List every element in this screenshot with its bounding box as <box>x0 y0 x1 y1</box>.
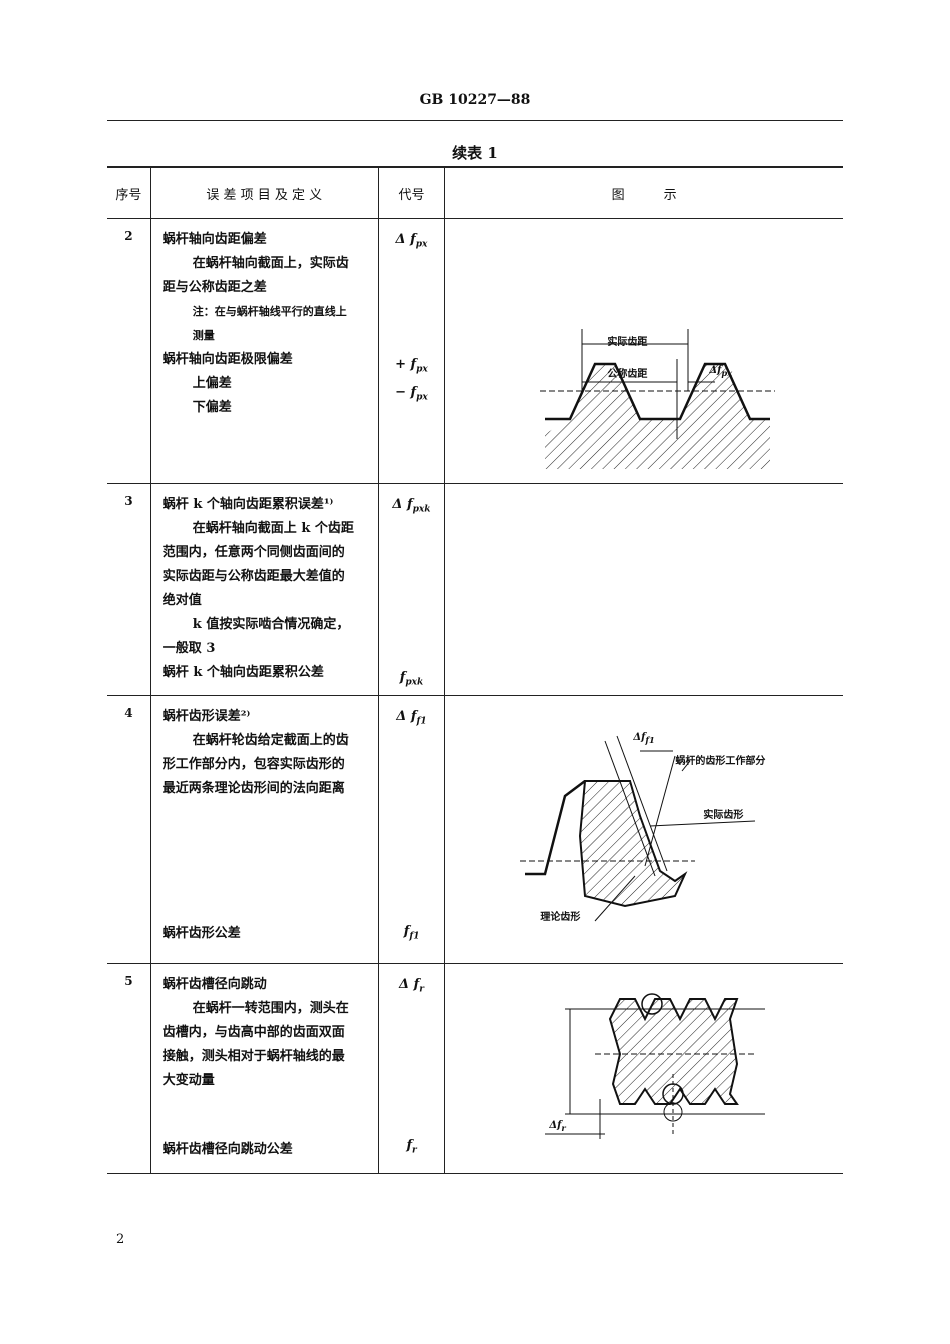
nominal-pitch-label: 公称齿距 <box>607 369 648 380</box>
row-number: 5 <box>124 974 133 988</box>
definition-text: 最近两条理论齿形间的法向距离 <box>162 781 345 796</box>
actual-profile-label: 实际齿形 <box>703 810 744 821</box>
symbol: Δ ff1 <box>396 709 427 727</box>
col-header-no: 序号 <box>107 166 151 219</box>
symbol: − fpx <box>395 385 428 403</box>
symbol: Δ fr <box>398 977 424 995</box>
runout-label: Δfr <box>549 1120 566 1133</box>
symbol: + fpx <box>395 356 428 375</box>
standard-header: GB 10227—88 <box>419 92 531 108</box>
row-number: 3 <box>124 494 133 508</box>
definition-text: 距与公称齿距之差 <box>162 280 267 295</box>
definition-text: 在蜗杆轴向截面上 k 个齿距 <box>192 521 354 536</box>
upper-deviation-label: 上偏差 <box>192 376 232 391</box>
note-text: 注：在与蜗杆轴线平行的直线上 <box>192 305 347 318</box>
lower-deviation-label: 下偏差 <box>192 400 232 415</box>
item-title: 蜗杆齿槽径向跳动 <box>162 977 267 992</box>
table-row: 4 蜗杆齿形误差²⁾ 在蜗杆轮齿给定截面上的齿 形工作部分内，包容实际齿形的 最… <box>107 695 843 964</box>
item-title: 蜗杆轴向齿距偏差 <box>162 232 267 247</box>
symbol: ff1 <box>403 924 420 942</box>
figure-cell: Δff1 蜗杆的齿形工作部分 实际齿形 理论齿形 <box>444 695 843 964</box>
definition-text: 在蜗杆轮齿给定截面上的齿 <box>192 733 349 748</box>
symbol: Δ fpx <box>395 232 428 250</box>
table-row: 5 蜗杆齿槽径向跳动 在蜗杆一转范围内，测头在 齿槽内，与齿高中部的齿面双面 接… <box>107 963 843 1174</box>
table-row: 3 蜗杆 k 个轴向齿距累积误差¹⁾ 在蜗杆轴向截面上 k 个齿距 范围内，任意… <box>107 483 843 696</box>
item-title: 蜗杆 k 个轴向齿距累积误差¹⁾ <box>162 497 334 512</box>
definition-text: 在蜗杆轴向截面上，实际齿 <box>192 256 349 271</box>
table-header-row: 序号 误 差 项 目 及 定 义 代号 图 示 <box>107 166 843 219</box>
symbol: Δ fpxk <box>392 497 431 515</box>
col-header-symbol: 代号 <box>378 166 446 219</box>
limit-title: 蜗杆轴向齿距极限偏差 <box>162 352 293 367</box>
definition-text: 齿槽内，与齿高中部的齿面双面 <box>162 1025 345 1040</box>
definition-text: 绝对值 <box>162 593 202 608</box>
tolerance-title: 蜗杆 k 个轴向齿距累积公差 <box>162 665 324 680</box>
tolerance-title: 蜗杆齿形公差 <box>162 926 241 941</box>
axial-pitch-figure <box>540 329 776 469</box>
row-number: 4 <box>124 706 133 720</box>
table-row: 2 蜗杆轴向齿距偏差 在蜗杆轴向截面上，实际齿 距与公称齿距之差 注：在与蜗杆轴… <box>107 218 843 484</box>
definition-text: 大变动量 <box>162 1073 215 1088</box>
page-number: 2 <box>116 1232 125 1247</box>
definition-text: 在蜗杆一转范围内，测头在 <box>192 1001 349 1016</box>
symbol: fpxk <box>399 669 424 688</box>
row-number: 2 <box>124 229 133 243</box>
definition-text: 形工作部分内，包容实际齿形的 <box>162 757 345 772</box>
item-title: 蜗杆齿形误差²⁾ <box>162 709 251 724</box>
actual-pitch-label: 实际齿距 <box>607 337 648 348</box>
profile-deviation-label: Δff1 <box>633 732 655 745</box>
col-header-definition: 误 差 项 目 及 定 义 <box>150 166 379 219</box>
note-text: 测量 <box>192 329 215 342</box>
working-part-label: 蜗杆的齿形工作部分 <box>675 756 766 767</box>
profile-error-figure <box>520 735 756 922</box>
symbol: fr <box>406 1138 417 1156</box>
deviation-label: Δfpx <box>709 365 733 378</box>
header-rule <box>107 120 843 121</box>
col-header-figure: 图 示 <box>444 166 843 219</box>
radial-runout-figure <box>545 993 766 1139</box>
tolerance-title: 蜗杆齿槽径向跳动公差 <box>162 1142 293 1157</box>
definition-text: 一般取 3 <box>162 641 216 656</box>
theoretical-profile-label: 理论齿形 <box>540 912 581 923</box>
definition-text: k 值按实际啮合情况确定， <box>192 617 350 632</box>
figure-cell: 实际齿距 公称齿距 Δfpx <box>444 218 843 484</box>
definition-text: 接触，测头相对于蜗杆轴线的最 <box>162 1049 345 1064</box>
definition-text: 实际齿距与公称齿距最大差值的 <box>162 569 345 584</box>
table-caption: 续表 1 <box>452 144 498 162</box>
figure-cell <box>444 483 843 696</box>
error-items-table: 序号 误 差 项 目 及 定 义 代号 图 示 2 蜗杆轴向齿距偏差 在蜗杆轴向… <box>107 166 843 1174</box>
figure-cell: Δfr <box>444 963 843 1174</box>
definition-text: 范围内，任意两个同侧齿面间的 <box>162 545 345 560</box>
